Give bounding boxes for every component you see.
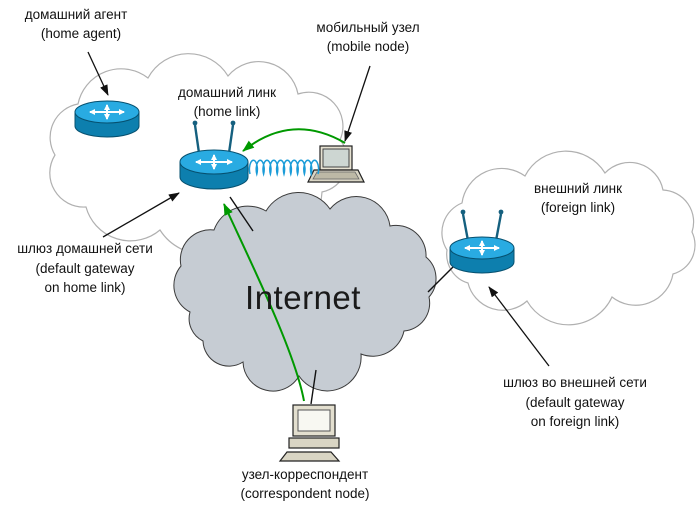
mobile-node-label-ru: мобильный узел [316,20,419,35]
home-link-label: домашний линк (home link) [178,85,276,119]
internet-label: Internet [245,279,361,316]
router-icon [74,100,140,138]
home-gateway-to-internet-line [229,196,254,232]
home-gateway-label-ru: шлюз домашней сети [17,241,153,256]
desktop-computer-icon [278,404,341,462]
wireless-coil-icon [248,159,320,177]
foreign-link-label-en: (foreign link) [541,200,615,215]
foreign-link-label: внешний линк (foreign link) [534,181,622,215]
internet-to-correspondent-line [310,369,317,405]
foreign-gateway-label-en1: (default gateway [525,395,624,410]
home-agent-label-en: (home agent) [41,26,121,41]
correspondent-label-ru: узел-корреспондент [242,467,368,482]
traffic-green-arrow [223,203,305,402]
correspondent-label-en: (correspondent node) [240,486,369,501]
foreign-gateway-label: шлюз во внешней сети (default gateway on… [503,375,647,429]
home-gateway-label: шлюз домашней сети (default gateway on h… [17,241,153,295]
foreign-gateway-label-ru: шлюз во внешней сети [503,375,647,390]
correspondent-label: узел-корреспондент (correspondent node) [240,467,369,501]
foreign-gateway-pointer-arrow [488,286,550,367]
wireless-router-icon [179,120,249,190]
home-gateway-pointer-arrow [102,192,180,238]
wireless-router-icon-foreign [449,209,515,274]
home-gateway-label-en2: on home link) [44,280,125,295]
mobile-node-pointer-arrow [344,65,371,142]
home-link-label-ru: домашний линк [178,85,276,100]
foreign-gateway-label-en2: on foreign link) [531,414,620,429]
home-agent-label: домашний агент (home agent) [25,7,128,41]
foreign-link-label-ru: внешний линк [534,181,622,196]
home-link-label-en: (home link) [194,104,261,119]
foreign-link-cloud [441,150,696,326]
wireless-association-arrow [242,128,346,152]
home-agent-label-ru: домашний агент [25,7,128,22]
home-agent-pointer-arrow [87,51,109,96]
foreign-gateway-to-internet-line [427,264,456,293]
mobile-node-label-en: (mobile node) [327,39,410,54]
home-gateway-label-en1: (default gateway [35,261,134,276]
laptop-icon [307,145,365,183]
mobile-node-label: мобильный узел (mobile node) [316,20,419,54]
